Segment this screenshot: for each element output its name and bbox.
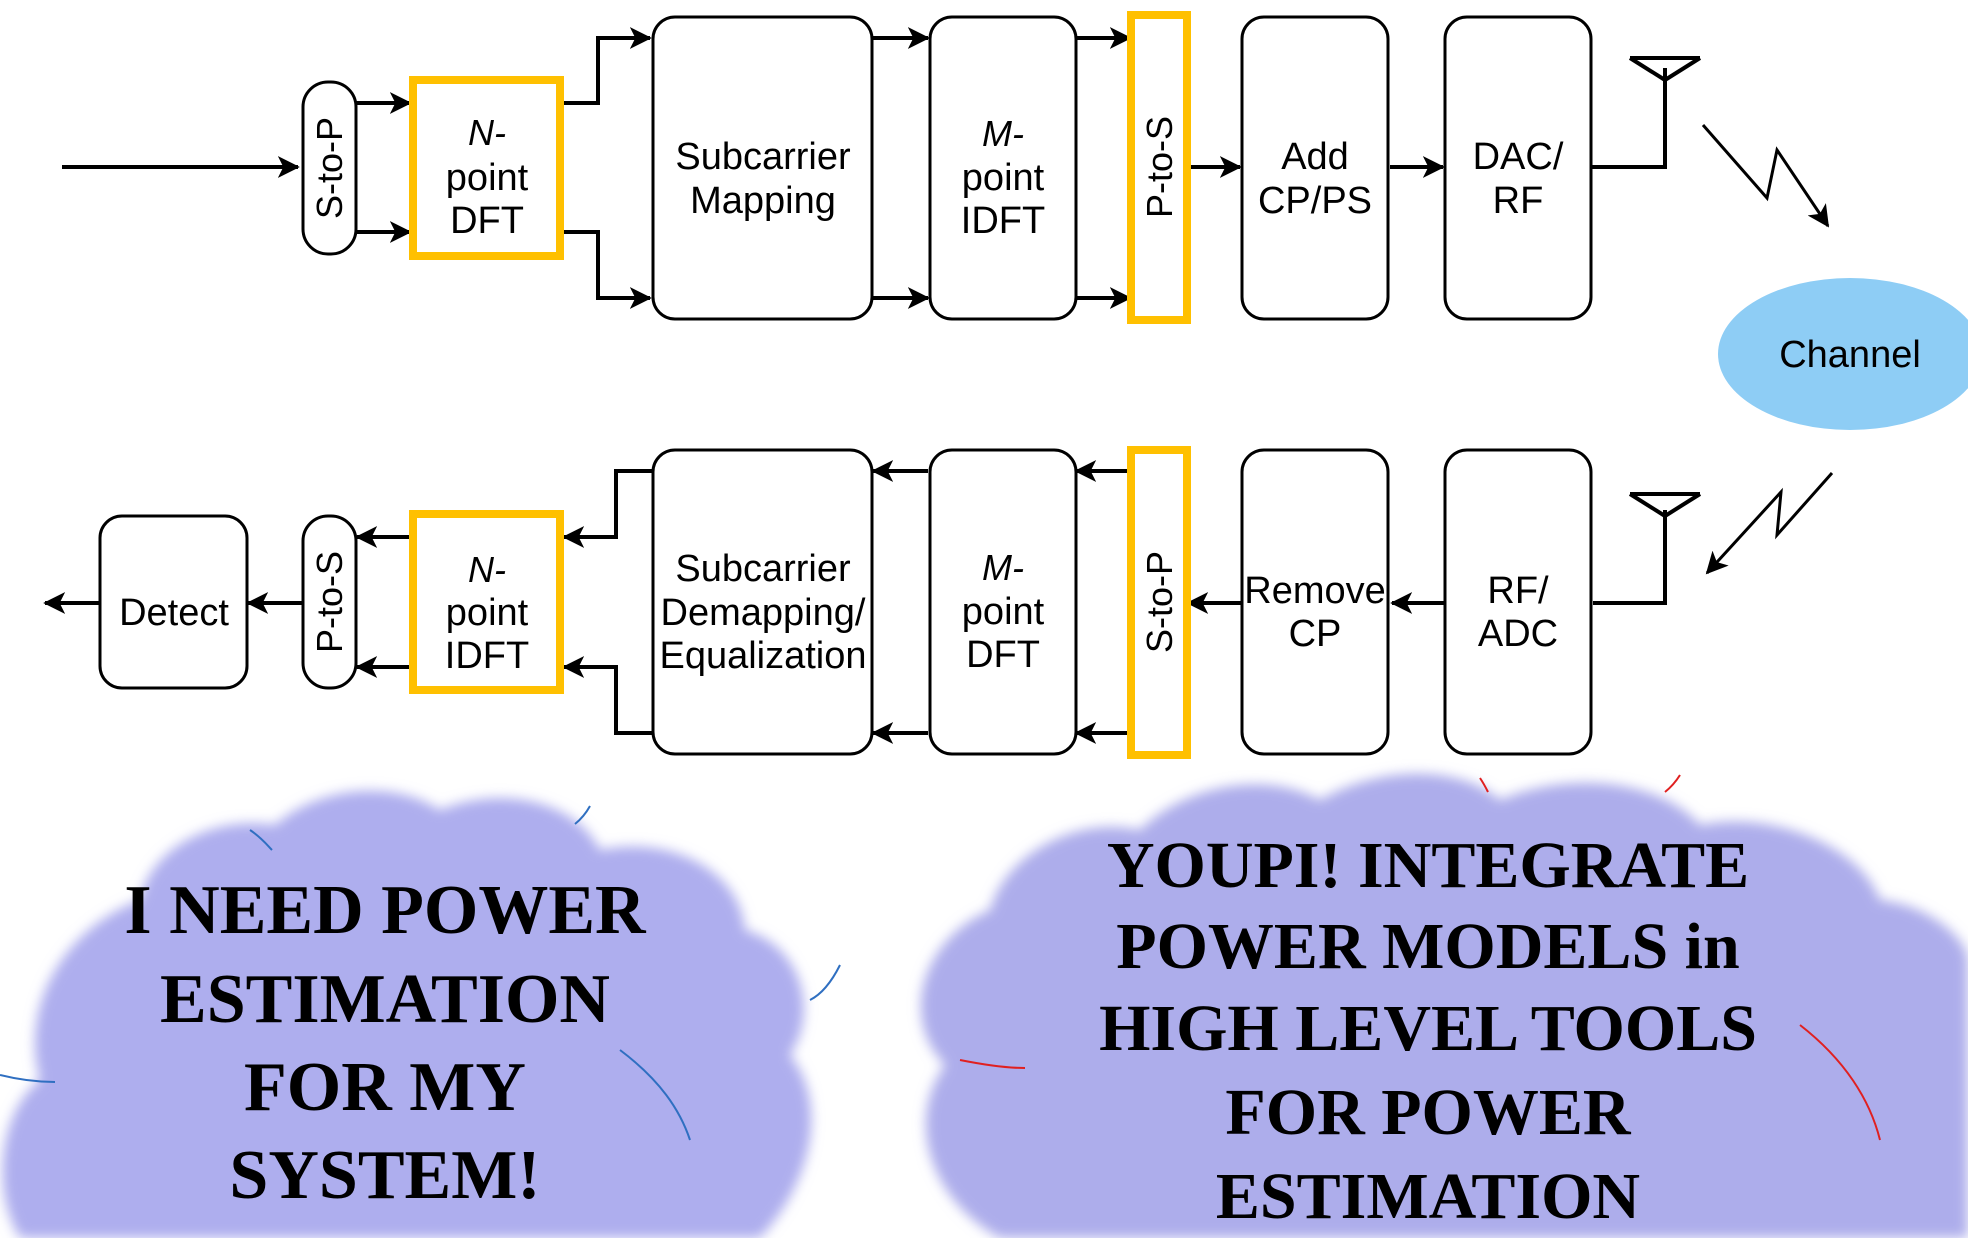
tx-subcarrier-mapping-block: Subcarrier Mapping [651,15,874,321]
rx-remove-cp-line2: CP [1289,613,1342,655]
rx-rf-adc-line1: RF/ [1487,570,1549,612]
tx-p-to-s-block: P-to-S [1127,11,1191,324]
tx-n-dft-block: N- point DFT [409,76,564,260]
tx-m-idft-line1: M- [982,113,1024,154]
cloud-right-line2: POWER MODELS in [1116,910,1739,983]
rx-s-to-p-block: S-to-P [1127,446,1191,759]
cloud-right-line5: ESTIMATION [1216,1160,1640,1233]
tx-p-to-s-label: P-to-S [1139,116,1180,218]
arrow [562,656,652,735]
rx-s-to-p-label: S-to-P [1139,551,1180,653]
rx-rf-adc-line2: ADC [1478,613,1558,655]
tx-m-idft-line3: IDFT [961,200,1045,242]
tx-n-dft-line1: N- [468,112,506,153]
tx-dac-rf-line1: DAC/ [1473,136,1564,178]
cloud-left-line3: FOR MY [244,1049,526,1126]
tx-chain [62,27,1667,309]
arrow [564,230,652,309]
rx-detect-label: Detect [119,592,229,634]
tx-add-cp-line2: CP/PS [1258,180,1372,222]
rx-chain [43,460,1667,744]
tx-n-dft-line3: DFT [450,200,524,242]
tx-mapping-line1: Subcarrier [675,136,851,178]
rx-m-dft-block: M- point DFT [928,448,1078,756]
cloud-left-line4: SYSTEM! [229,1137,540,1214]
rx-remove-cp-line1: Remove [1244,570,1386,612]
rx-antenna-icon [1628,492,1702,518]
rx-wireless-link-icon [1705,472,1834,575]
tx-add-cp-block: Add CP/PS [1240,15,1390,321]
rx-m-dft-line1: M- [982,547,1024,588]
tx-dac-rf-block: DAC/ RF [1443,15,1593,321]
rx-n-idft-block: N- point IDFT [409,510,564,694]
tx-s-to-p-label: S-to-P [309,117,350,219]
tx-wireless-link-icon [1701,124,1830,228]
cloud-right-line4: FOR POWER [1225,1076,1631,1149]
tx-m-idft-line2: point [962,157,1045,199]
cloud-left-line1: I NEED POWER [124,872,647,949]
channel-ellipse: Channel [1718,278,1968,430]
cloud-left-line2: ESTIMATION [160,961,610,1038]
thought-cloud-left: I NEED POWER ESTIMATION FOR MY SYSTEM! [0,790,841,1238]
rx-n-idft-line3: IDFT [445,635,529,677]
rx-detect-block: Detect [98,514,249,690]
cloud-right-line3: HIGH LEVEL TOOLS [1099,992,1757,1065]
arrow [562,469,652,548]
rx-antenna-feed [1593,510,1667,605]
tx-add-cp-line1: Add [1281,136,1349,178]
rx-rf-adc-block: RF/ ADC [1443,448,1593,756]
rx-p-to-s-block: P-to-S [301,514,358,690]
arrow [564,27,652,105]
rx-remove-cp-block: Remove CP [1240,448,1390,756]
thought-cloud-right: YOUPI! INTEGRATE POWER MODELS in HIGH LE… [920,773,1968,1238]
rx-demapping-block: Subcarrier Demapping/ Equalization [651,448,874,756]
tx-n-dft-line2: point [446,157,529,199]
tx-m-idft-block: M- point IDFT [928,15,1078,321]
rx-m-dft-line3: DFT [966,634,1040,676]
tx-mapping-line2: Mapping [690,180,836,222]
rx-demapping-line2: Demapping/ [661,592,866,634]
tx-antenna-feed [1592,68,1667,169]
channel-label: Channel [1779,334,1921,376]
rx-n-idft-line1: N- [468,549,506,590]
rx-demapping-line3: Equalization [659,635,866,677]
tx-s-to-p-block: S-to-P [301,80,358,256]
tx-antenna-icon [1628,56,1702,82]
cloud-right-line1: YOUPI! INTEGRATE [1107,829,1749,902]
tx-dac-rf-line2: RF [1493,180,1544,222]
rx-m-dft-line2: point [962,591,1045,633]
rx-n-idft-line2: point [446,592,529,634]
rx-demapping-line1: Subcarrier [675,548,851,590]
rx-p-to-s-label: P-to-S [309,551,350,653]
